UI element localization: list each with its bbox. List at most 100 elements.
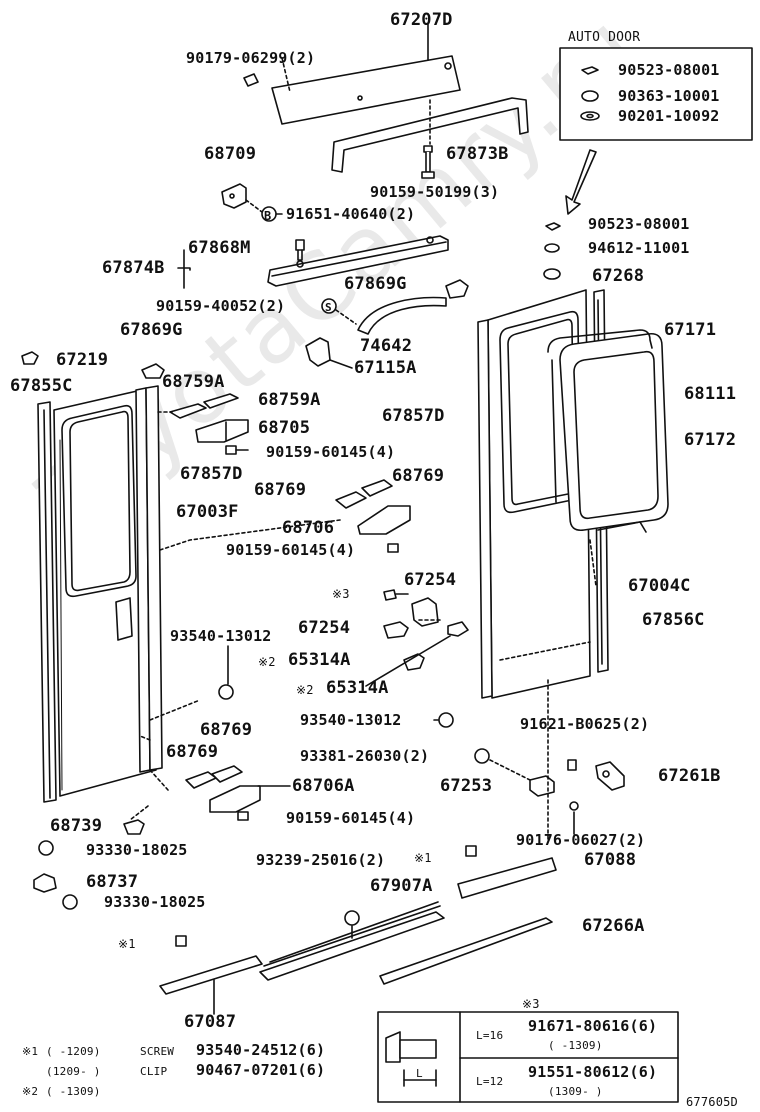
mark-2a: ※2 [258, 655, 276, 669]
table3-row1-range: ( -1309) [548, 1039, 603, 1052]
washer-90176 [569, 801, 579, 811]
rail-67874B [177, 235, 449, 289]
label-68705: 68705 [258, 418, 311, 438]
label-68769-b: 68769 [254, 480, 307, 500]
label-91651: 91651-40640(2) [286, 205, 416, 223]
footnote-1-mark: ※1 [22, 1045, 39, 1058]
label-67261B: 67261B [658, 766, 721, 786]
label-90159-60145-a: 90159-60145(4) [266, 443, 396, 461]
seal-67171-67172 [547, 329, 653, 533]
footnote-1-type-2: CLIP [140, 1065, 168, 1078]
label-68769-d: 68769 [166, 742, 219, 762]
door-panel-67003F [53, 387, 157, 797]
hinge-68769-lower [185, 765, 243, 789]
label-90159-40052: 90159-40052(2) [156, 297, 286, 315]
label-90176: 90176-06027(2) [516, 831, 646, 849]
bolt-91621 [567, 759, 577, 771]
label-67087: 67087 [184, 1012, 237, 1032]
label-67115A: 67115A [354, 358, 417, 378]
clip-68739 [123, 819, 145, 835]
symbol-S-circle-b [218, 684, 234, 700]
label-67254-b: 67254 [298, 618, 351, 638]
auto-door-title: AUTO DOOR [568, 30, 641, 45]
glass-68111 [559, 332, 669, 532]
bolt-90159-60145-c [237, 811, 249, 821]
label-93540-b: 93540-13012 [300, 711, 402, 729]
footnote-2-mark: ※2 [22, 1085, 39, 1098]
symbol-S-circle [321, 298, 337, 314]
mark-1a: ※1 [414, 851, 432, 865]
label-93330-a: 93330-18025 [86, 841, 188, 859]
footnote-1-part-2: 90467-07201(6) [196, 1061, 326, 1079]
weatherstrip-67857D-left [135, 385, 163, 773]
weatherstrip-67855C [37, 401, 57, 803]
label-67268: 67268 [592, 266, 645, 286]
bumper-67868M [295, 239, 305, 261]
table3-row1-len: L=16 [476, 1029, 504, 1042]
clip-67219 [21, 351, 39, 365]
mark-1b: ※1 [118, 937, 136, 951]
footnote-1-range-2: (1209- ) [46, 1065, 101, 1078]
handle-74642 [357, 296, 447, 335]
label-67857D-left: 67857D [180, 464, 243, 484]
frame-67873B [331, 97, 529, 173]
label-68759A-a: 68759A [162, 372, 225, 392]
label-67857D-right: 67857D [382, 406, 445, 426]
auto-door-part-2: 90363-10001 [618, 87, 720, 105]
bolt-90159-60145-b [387, 543, 399, 553]
scuff-67088 [457, 857, 557, 899]
hinge-68769-upper [335, 479, 393, 509]
screw-90159-50199 [421, 145, 435, 179]
label-90179: 90179-06299(2) [186, 49, 316, 67]
label-67003F: 67003F [176, 502, 239, 522]
label-67869G-left: 67869G [120, 320, 183, 340]
label-90159-50199: 90159-50199(3) [370, 183, 500, 201]
bracket-67254 [383, 597, 439, 639]
symbol-S-circle-f [62, 894, 78, 910]
screw-ref3 [383, 589, 409, 601]
symbol-S-circle-d [474, 748, 490, 764]
trim-67266A [379, 917, 553, 985]
auto-door-fasteners-right [543, 222, 561, 280]
label-68111: 68111 [684, 384, 737, 404]
table3-row1-part: 91671-80616(6) [528, 1017, 658, 1035]
cap-67869G-top [445, 279, 469, 299]
auto-door-part-1: 90523-08001 [618, 61, 720, 79]
label-68706A: 68706A [292, 776, 355, 796]
label-74642: 74642 [360, 336, 413, 356]
symbol-S-circle-c [438, 712, 454, 728]
clip-67088 [465, 845, 477, 857]
footnote-1-range-1: ( -1209) [46, 1045, 101, 1058]
table3-row2-range: (1309- ) [548, 1085, 603, 1098]
hinge-68759A [169, 393, 239, 419]
label-67855C: 67855C [10, 376, 73, 396]
table3-row2-len: L=12 [476, 1075, 504, 1088]
label-68739: 68739 [50, 816, 103, 836]
clip-68737 [33, 873, 57, 893]
label-93381: 93381-26030(2) [300, 747, 430, 765]
footnote-2-range: ( -1309) [46, 1085, 101, 1098]
label-67907A: 67907A [370, 876, 433, 896]
label-67172: 67172 [684, 430, 737, 450]
figure-id: 677605D [686, 1095, 738, 1109]
table3-mark: ※3 [522, 997, 540, 1011]
hinge-68705 [195, 419, 249, 443]
leader-90179 [281, 57, 291, 93]
weatherstrip-67857D-right [477, 319, 493, 699]
footnote-1-type-1: SCREW [140, 1045, 175, 1058]
label-67088: 67088 [584, 850, 637, 870]
bracket-68709 [221, 183, 247, 209]
label-93330-b: 93330-18025 [104, 893, 206, 911]
label-94612: 94612-11001 [588, 239, 690, 257]
clip-67087 [175, 935, 187, 947]
label-67219: 67219 [56, 350, 109, 370]
label-68769-a: 68769 [392, 466, 445, 486]
label-67869G-top: 67869G [344, 274, 407, 294]
label-68769-c: 68769 [200, 720, 253, 740]
mark-2b: ※2 [296, 683, 314, 697]
table3-dim: L [416, 1067, 423, 1080]
bracket-67115A [305, 337, 331, 367]
label-67253: 67253 [440, 776, 493, 796]
